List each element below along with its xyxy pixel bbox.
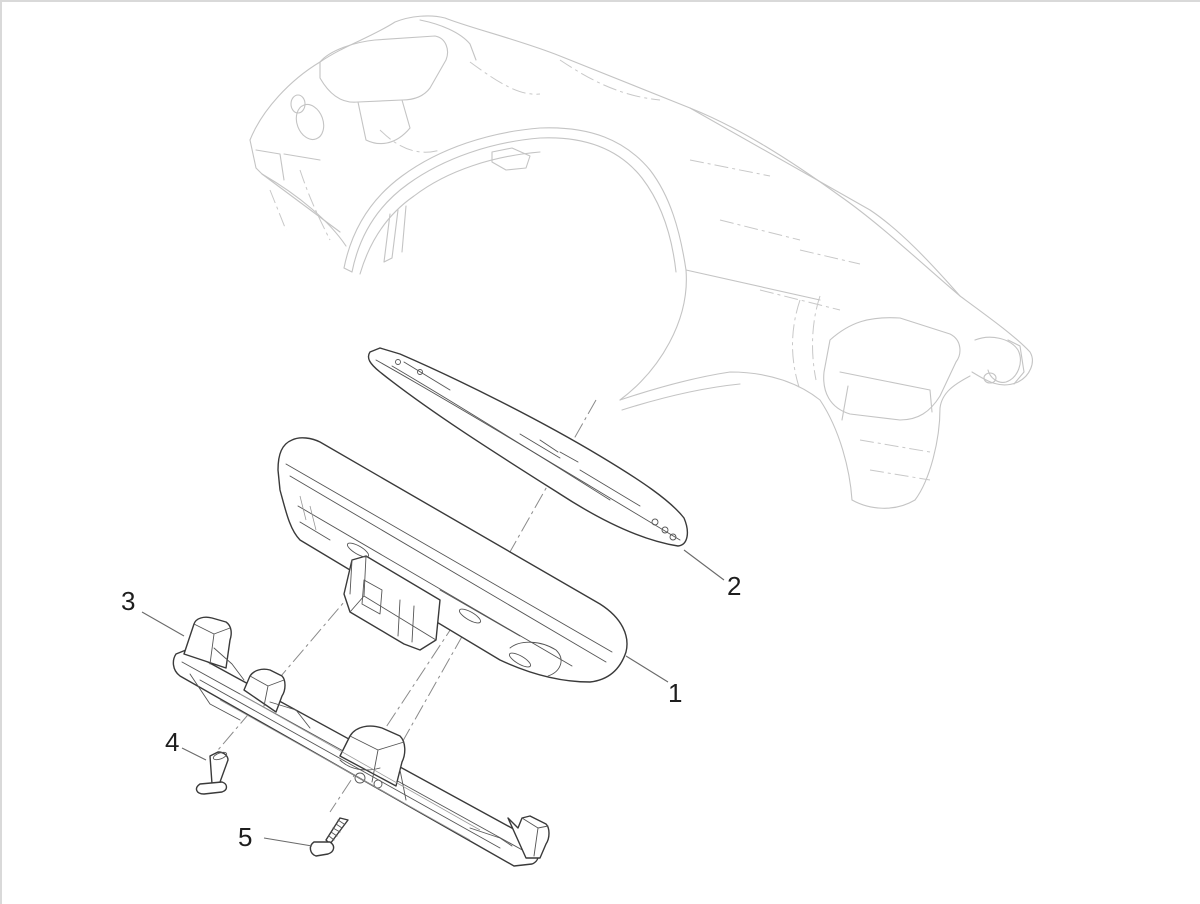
handlebar-cover [249, 15, 1033, 509]
leader-3 [141, 611, 185, 637]
callout-5: 5 [238, 822, 253, 852]
part-4-pin [195, 751, 229, 795]
leader-2 [683, 549, 725, 581]
leader-lines [141, 549, 725, 847]
part-5-screw [309, 817, 349, 857]
part-1-instrument-cluster [277, 437, 628, 683]
callout-3: 3 [121, 586, 136, 616]
part-3-mounting-bracket [172, 616, 550, 867]
callout-4: 4 [165, 727, 180, 757]
leader-4 [181, 747, 207, 761]
leader-1 [625, 655, 669, 683]
part-2-bezel [367, 347, 689, 547]
leader-5 [263, 837, 313, 847]
callout-1: 1 [668, 678, 683, 708]
callout-2: 2 [727, 571, 742, 601]
